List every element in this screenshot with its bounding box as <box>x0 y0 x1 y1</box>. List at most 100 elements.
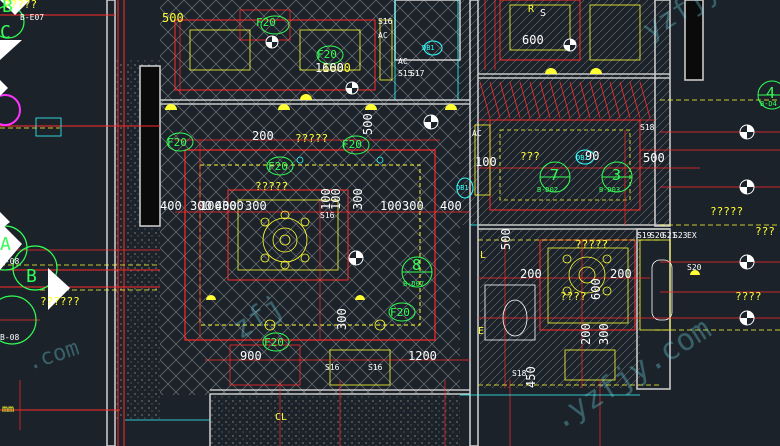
dimension-label: 90 <box>585 149 599 163</box>
dimension-label: 300 <box>402 199 424 213</box>
dimension-label: 200 <box>579 323 593 345</box>
dimension-label: 100 <box>475 155 497 169</box>
dimension-label: 600 <box>522 33 544 47</box>
dimension-label: 300 <box>351 188 365 210</box>
dimension-label: 100 <box>380 199 402 213</box>
watermark-text-3: .com <box>24 336 82 376</box>
dimension-label: 300 <box>222 199 244 213</box>
unreadable-text: ?????? <box>40 295 80 308</box>
reference-tag: DB1 <box>576 154 589 162</box>
dimension-label: 400 <box>440 199 462 213</box>
dimension-label: 300 <box>190 199 212 213</box>
dimension-label: 100 <box>200 199 222 213</box>
stair-stripes <box>478 0 655 121</box>
grid-letter: B <box>2 0 13 17</box>
dimension-label: 200 <box>252 129 274 143</box>
dimension-label: 500 <box>361 113 375 135</box>
section-number: 7 <box>550 166 559 184</box>
dimension-label: 400 <box>215 199 237 213</box>
symbol-label: S23 <box>673 231 688 240</box>
room-label: F20 <box>264 336 284 349</box>
ceiling-frames <box>174 0 673 386</box>
dimension-label: 100 <box>319 188 333 210</box>
unreadable-text: ???? <box>560 290 587 303</box>
symbol-label: S20 <box>650 231 665 240</box>
room-label: F20 <box>256 16 276 29</box>
dimension-lines <box>0 18 780 446</box>
grid-letter: A <box>0 234 11 255</box>
symbol-label: S21 <box>662 231 677 240</box>
section-ref: B-D02 <box>537 186 558 194</box>
symbol-label: S16 <box>368 363 383 372</box>
unreadable-text: ??? <box>755 225 775 238</box>
grid-bubbles <box>0 0 70 345</box>
symbol-label: S19 <box>637 231 652 240</box>
unreadable-text: ??? <box>520 150 540 163</box>
chandelier <box>260 210 612 337</box>
unreadable-text: ????? <box>710 205 743 218</box>
grid-ref: B-08 <box>0 333 19 342</box>
dimension-label: 300 <box>335 308 349 330</box>
unreadable-text: ????? <box>295 132 328 145</box>
symbol-label: S18 <box>512 369 527 378</box>
note-text: E <box>478 326 484 337</box>
symbol-label: AC <box>398 57 408 66</box>
note-text: R <box>528 4 535 15</box>
section-ref: B-D4 <box>760 100 777 108</box>
dimension-label: 450 <box>524 366 538 388</box>
floor-hatching <box>115 0 670 446</box>
grid-ref: B-08 <box>0 257 19 266</box>
symbol-label: AC <box>472 129 482 138</box>
cyan-elements <box>35 0 640 421</box>
section-marks <box>166 15 780 352</box>
unreadable-text: ????? <box>4 0 37 11</box>
room-label: F20 <box>317 48 337 61</box>
note-text: mm <box>2 404 14 415</box>
room-label: F20 <box>167 136 187 149</box>
symbol-label: S16 <box>378 17 393 26</box>
section-ref: B-D07 <box>403 280 424 288</box>
room-label: F20 <box>342 138 362 151</box>
dimension-label: 100 <box>329 188 343 210</box>
dimension-label: 300 <box>597 323 611 345</box>
note-text: CL <box>275 412 287 423</box>
sprinkler-symbols <box>265 35 755 326</box>
symbol-label: S16 <box>325 363 340 372</box>
downlights <box>165 68 700 300</box>
symbol-label: S18 <box>640 123 655 132</box>
reference-tag: DB1 <box>456 184 469 192</box>
note-text: L <box>480 250 486 261</box>
section-number: 8 <box>412 256 421 274</box>
room-label: F20 <box>268 160 288 173</box>
dimension-label: 1600 <box>322 61 351 75</box>
symbol-label: S20 <box>687 263 702 272</box>
symbol-label: S16 <box>320 211 335 220</box>
section-number: 3 <box>612 166 621 184</box>
dimension-label: 600 <box>589 278 603 300</box>
unreadable-text: ???? <box>735 290 762 303</box>
grid-letter: C <box>0 22 11 43</box>
watermark-text-1: yzfjy.com <box>636 0 780 46</box>
symbol-label: S15 <box>398 69 413 78</box>
symbol-label: AC <box>378 31 388 40</box>
section-number: 4 <box>766 84 775 102</box>
note-text: S <box>540 8 546 19</box>
dimension-label: 200 <box>610 267 632 281</box>
dimension-label: 300 <box>245 199 267 213</box>
dimension-label: 900 <box>240 349 262 363</box>
section-ref: B-D03 <box>599 186 620 194</box>
symbol-label: EX <box>687 231 697 240</box>
dimension-label: 500 <box>643 151 665 165</box>
reference-tag: DB1 <box>422 44 435 52</box>
room-label: F20 <box>390 306 410 319</box>
dimension-label: 1600 <box>315 61 344 75</box>
dimension-label: 500 <box>499 228 513 250</box>
grid-letter: B <box>26 266 37 287</box>
unreadable-text: ????? <box>255 180 288 193</box>
symbol-label: S17 <box>410 69 425 78</box>
grid-ref: B-E07 <box>20 13 44 22</box>
dimension-label: 1200 <box>408 349 437 363</box>
